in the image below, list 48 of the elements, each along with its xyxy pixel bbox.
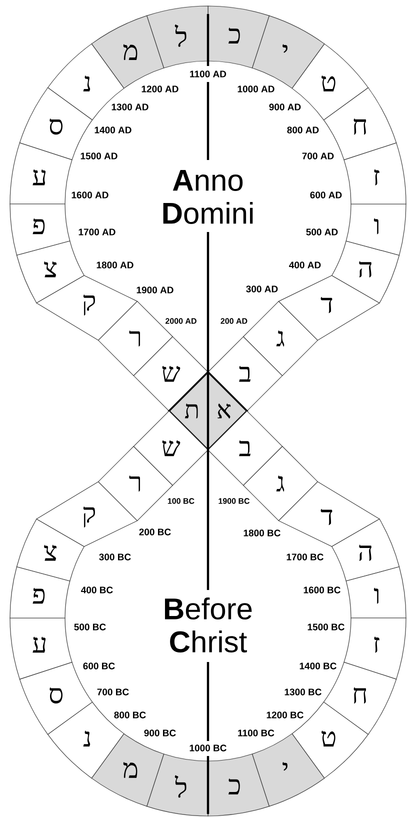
year-label: 1600 AD	[72, 192, 108, 198]
letter-cell: כ	[208, 754, 270, 816]
year-label: 400 BC	[81, 586, 113, 594]
letter-cell: ע	[10, 142, 72, 204]
letter-cell: כ	[208, 6, 270, 68]
year-label: 300 AD	[246, 286, 278, 292]
node-label: כ	[228, 778, 240, 794]
year-label: 700 BC	[97, 688, 129, 696]
letter-cell: ל	[146, 754, 208, 816]
year-label: 1800 AD	[96, 262, 134, 268]
year-label: 1100 AD	[190, 70, 226, 78]
letter-cell: צ	[16, 518, 84, 582]
year-label: 400 AD	[289, 262, 321, 268]
year-label: 1900 AD	[136, 286, 174, 294]
year-label: 1800 BC	[244, 530, 280, 536]
letter-cell: פ	[10, 204, 70, 256]
letter-cell: ו	[346, 204, 406, 256]
letter-cell: ה	[332, 518, 400, 582]
node-label: ה	[359, 261, 372, 278]
letter-cell: ע	[10, 618, 72, 680]
year-label: 1600 BC	[304, 586, 340, 594]
letter-cell: ז	[344, 618, 406, 680]
year-label: 1000 BC	[190, 744, 226, 752]
letter-cell: ל	[146, 6, 208, 68]
node-label: ז	[374, 636, 380, 653]
letter-cell: צ	[16, 240, 84, 304]
node-label: ל	[174, 775, 186, 798]
letter-cell: פ	[10, 566, 70, 618]
node-label: ה	[359, 544, 372, 561]
year-label: 1300 BC	[284, 688, 322, 696]
year-label: 200 BC	[139, 528, 171, 536]
letter-cell: ו	[346, 566, 406, 618]
letter-cell: ה	[332, 240, 400, 304]
year-label: 1700 AD	[78, 228, 116, 236]
letter-cell: ז	[344, 142, 406, 204]
year-label: 500 AD	[306, 228, 338, 236]
node-label: ו	[374, 588, 378, 604]
year-label: 800 AD	[287, 126, 319, 134]
year-label: 1700 BC	[286, 554, 324, 560]
year-label: 600 AD	[310, 192, 342, 198]
node-label: ו	[374, 218, 378, 234]
year-label: 1400 AD	[94, 126, 132, 134]
era-title: Anno Domini	[163, 170, 253, 224]
node-label: ז	[374, 169, 380, 186]
year-label: 500 BC	[74, 624, 106, 630]
year-label: 300 BC	[99, 554, 131, 560]
year-label: 1500 BC	[308, 624, 344, 630]
era-title: Before Christ	[164, 598, 252, 653]
